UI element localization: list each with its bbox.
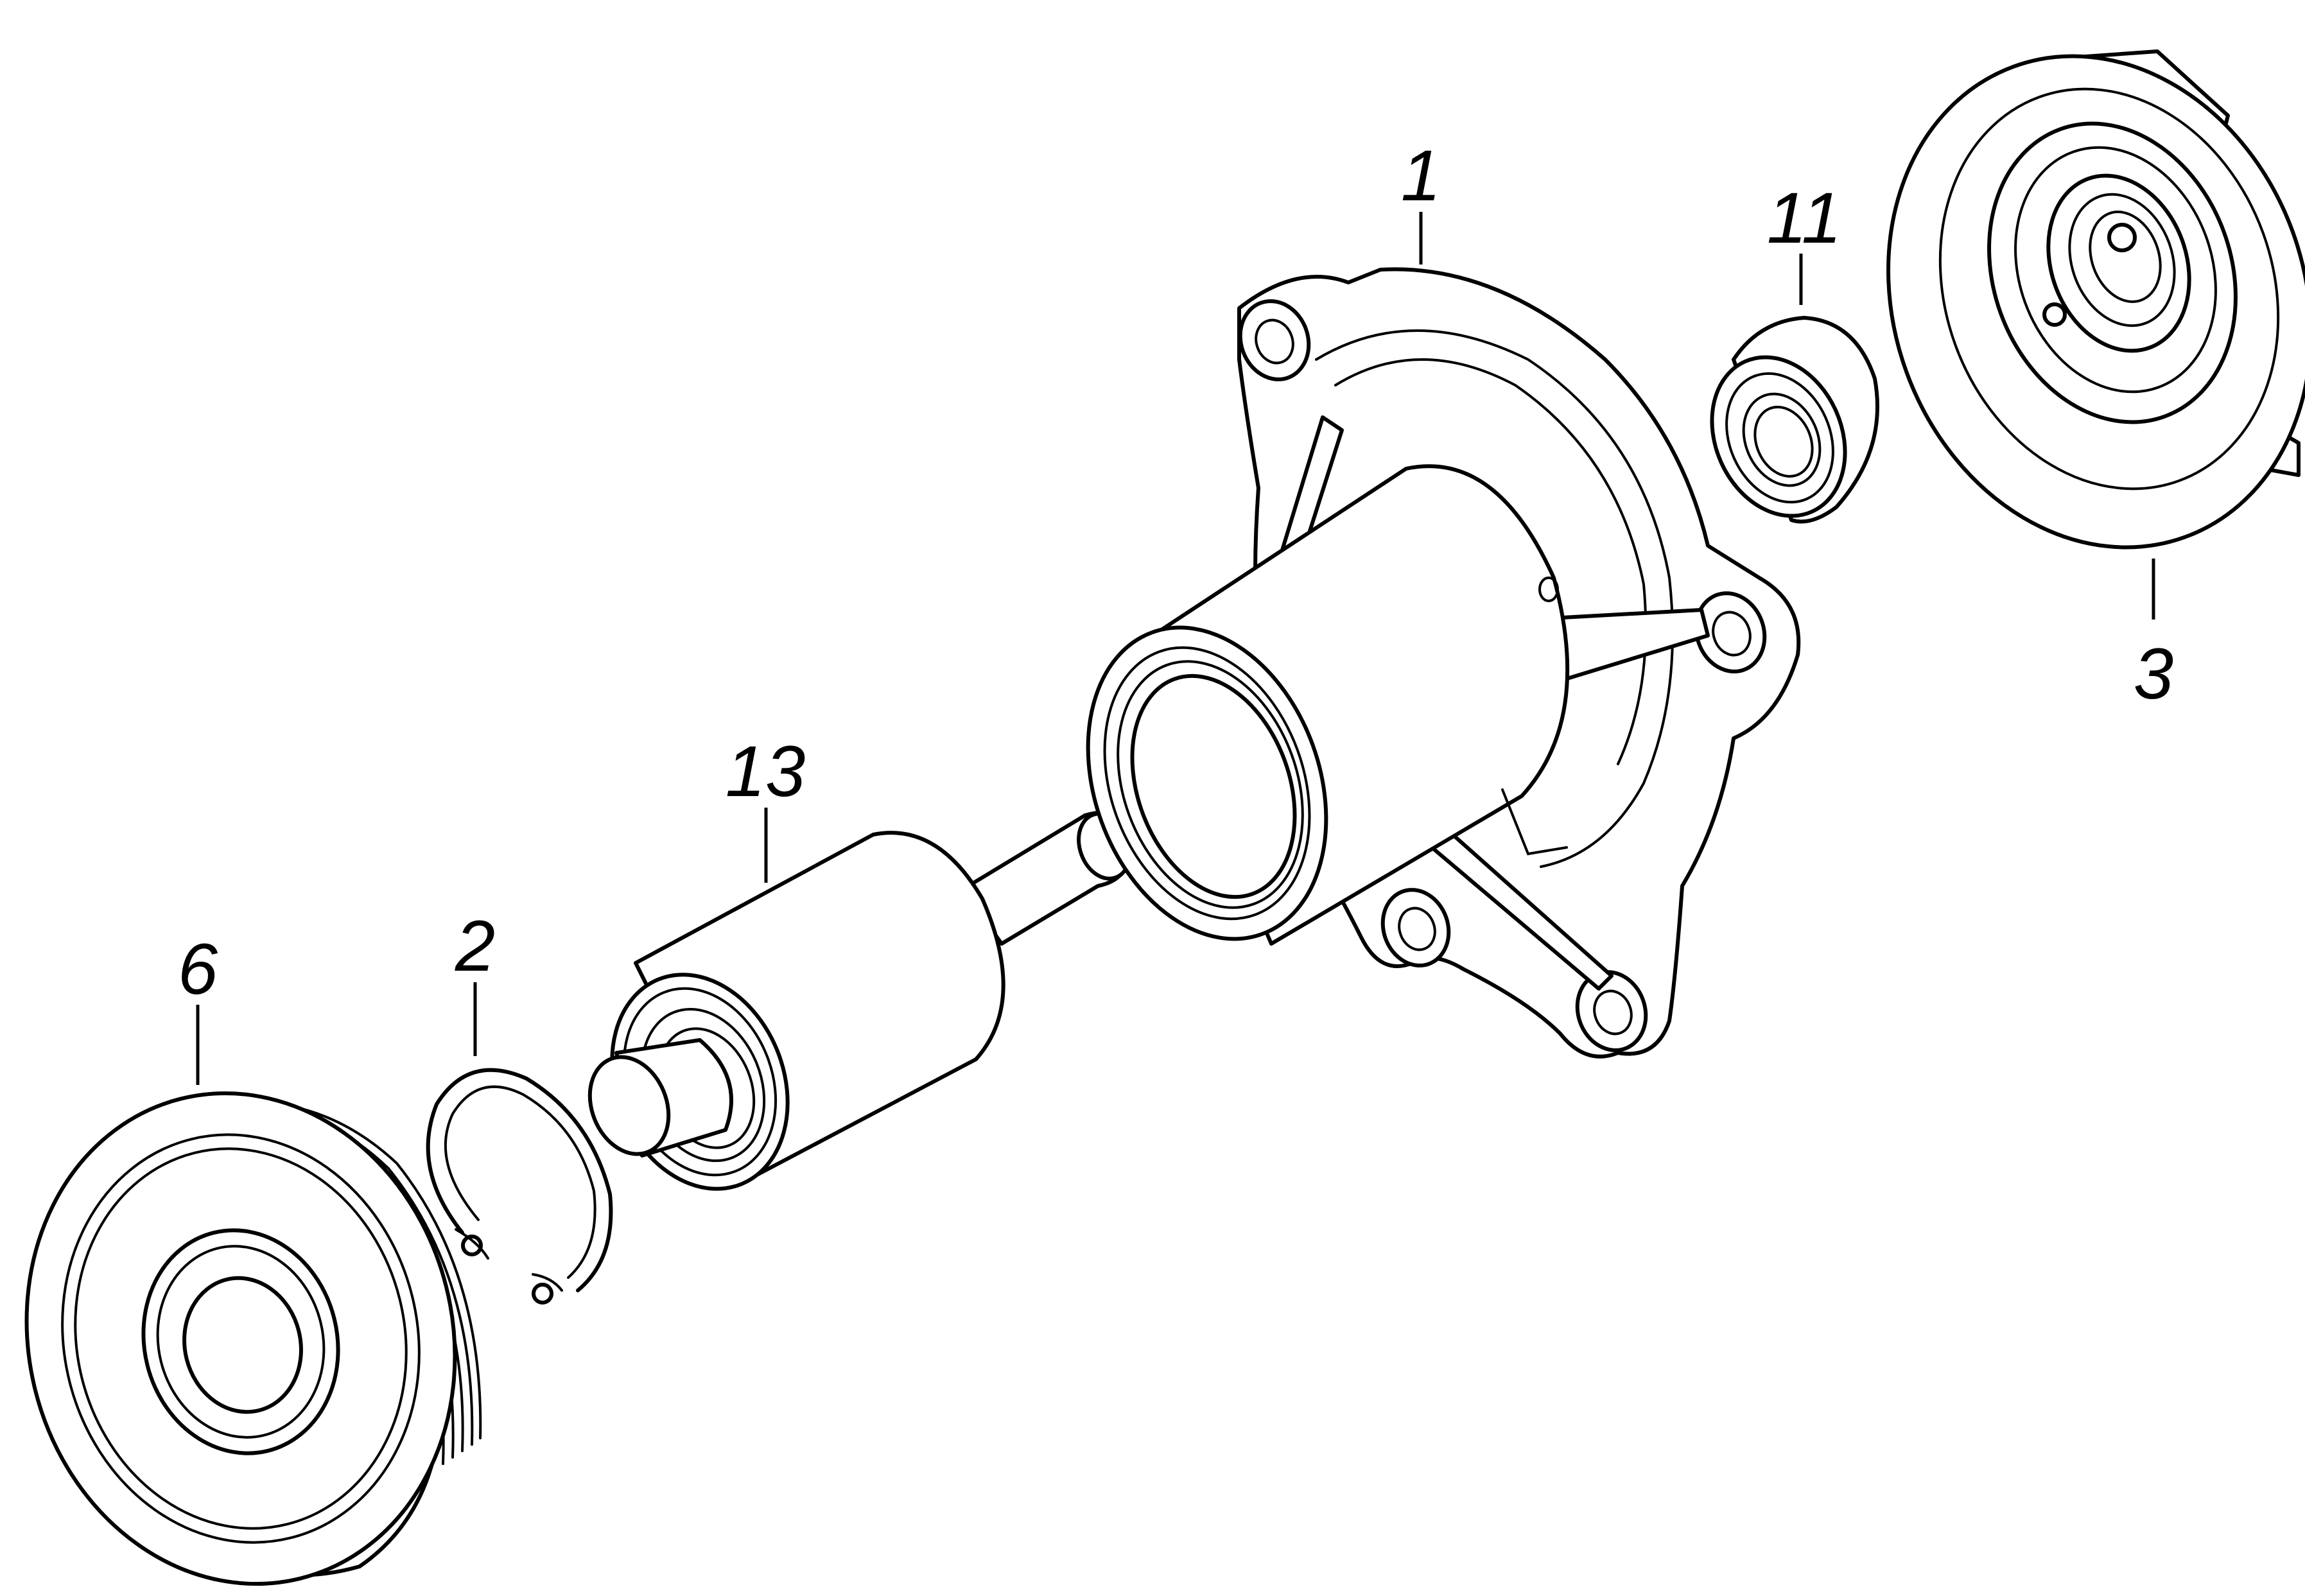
housing-part-1: [1086, 267, 1801, 1059]
callout-label-6: 6: [178, 929, 218, 1009]
callout-label-11: 11: [1767, 178, 1841, 258]
bearing-shaft-part-13: [587, 810, 1132, 1191]
callout-label-2: 2: [455, 906, 495, 986]
callout-label-3: 3: [2134, 634, 2173, 714]
pulley-part-6: [24, 1091, 482, 1586]
seal-part-11: [1710, 316, 1879, 524]
callout-labels: 1 11 3 13 2 6: [178, 135, 2173, 1009]
callout-label-1: 1: [1401, 135, 1441, 216]
circlip-part-2: [426, 1068, 613, 1305]
callout-label-13: 13: [726, 731, 806, 811]
impeller-part-3: [1886, 49, 2305, 550]
leader-lines: [196, 212, 2155, 1085]
